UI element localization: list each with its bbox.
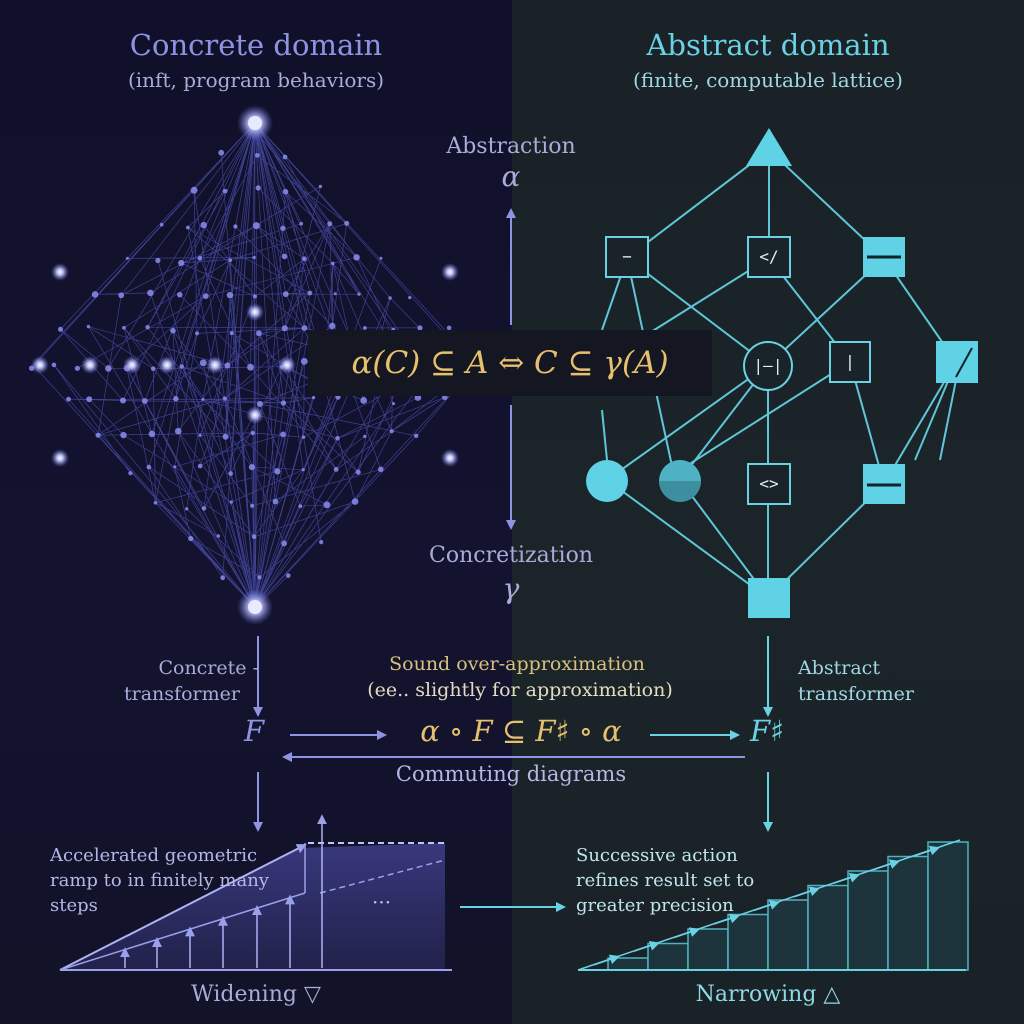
- abstract-node-minus: −: [605, 236, 649, 278]
- abstract-node-minus-label: −: [622, 247, 632, 266]
- abstract-node-filled-slash: [936, 341, 978, 383]
- abstract-node-circle-bar-label: |—|: [754, 356, 783, 375]
- abstract-node-filled-circle: [586, 460, 628, 502]
- abstract-node-circle-bar: |—|: [743, 341, 793, 391]
- concretization-label: Concretization: [429, 543, 593, 568]
- concrete-domain-subtitle: (inft, program behaviors): [127, 68, 385, 92]
- abstract-transformer-label-line1: Abstract: [798, 657, 880, 679]
- widening-label: Widening ▽: [191, 982, 321, 1007]
- abstract-node-half-circle: [659, 460, 701, 502]
- abstraction-label: Abstraction: [446, 134, 576, 159]
- sound-approximation-line2: (ee.. slightly for approximation): [367, 679, 673, 701]
- abstract-domain-subtitle: (finite, computable lattice): [633, 68, 903, 92]
- commuting-diagrams-label: Commuting diagrams: [395, 762, 627, 786]
- concrete-domain-title: Concrete domain: [129, 28, 383, 62]
- widening-note: Accelerated geometric ramp to in finitel…: [50, 845, 269, 916]
- concrete-transformer-label-line1: Concrete -: [158, 657, 259, 679]
- abstract-node-bar: |: [829, 341, 871, 383]
- alpha-symbol: α: [501, 160, 521, 193]
- widening-ellipsis: ···: [372, 890, 392, 914]
- narrowing-label: Narrowing △: [695, 982, 841, 1007]
- abstract-node-angle-label: <>: [759, 474, 778, 493]
- galois-connection-formula: α(C) ⊆ A ⇔ C ⊆ γ(A): [308, 330, 712, 396]
- abstract-node-slash-label: </: [759, 247, 778, 266]
- commuting-formula: α ∘ F ⊆ F♯ ∘ α: [420, 714, 622, 748]
- sound-approximation-line1: Sound over-approximation: [389, 653, 645, 675]
- abstract-domain-title: Abstract domain: [646, 28, 890, 62]
- bottom-element-square: [748, 578, 790, 618]
- concrete-transformer-F: F: [244, 714, 265, 748]
- narrowing-note: Successive action refines result set to …: [576, 845, 755, 916]
- abstract-node-angle: <>: [747, 463, 791, 505]
- narrowing-staircase: [577, 839, 969, 971]
- abstract-transformer-F-sharp: F♯: [750, 714, 785, 748]
- abstract-node-double-bar-lower: [863, 464, 905, 504]
- abstract-node-slash: </: [747, 236, 791, 278]
- abstract-node-double-bar: [863, 237, 905, 277]
- narrowing-step-arrows: [593, 845, 940, 966]
- widening-step-arrows: [120, 814, 327, 968]
- concrete-transformer-label-line2: transformer: [124, 683, 240, 705]
- top-element-triangle: [746, 128, 792, 166]
- widening-ramp: [59, 814, 452, 971]
- gamma-symbol: γ: [502, 572, 520, 605]
- abstract-transformer-label-line2: transformer: [798, 683, 914, 705]
- abstract-node-bar-label: |: [845, 352, 855, 371]
